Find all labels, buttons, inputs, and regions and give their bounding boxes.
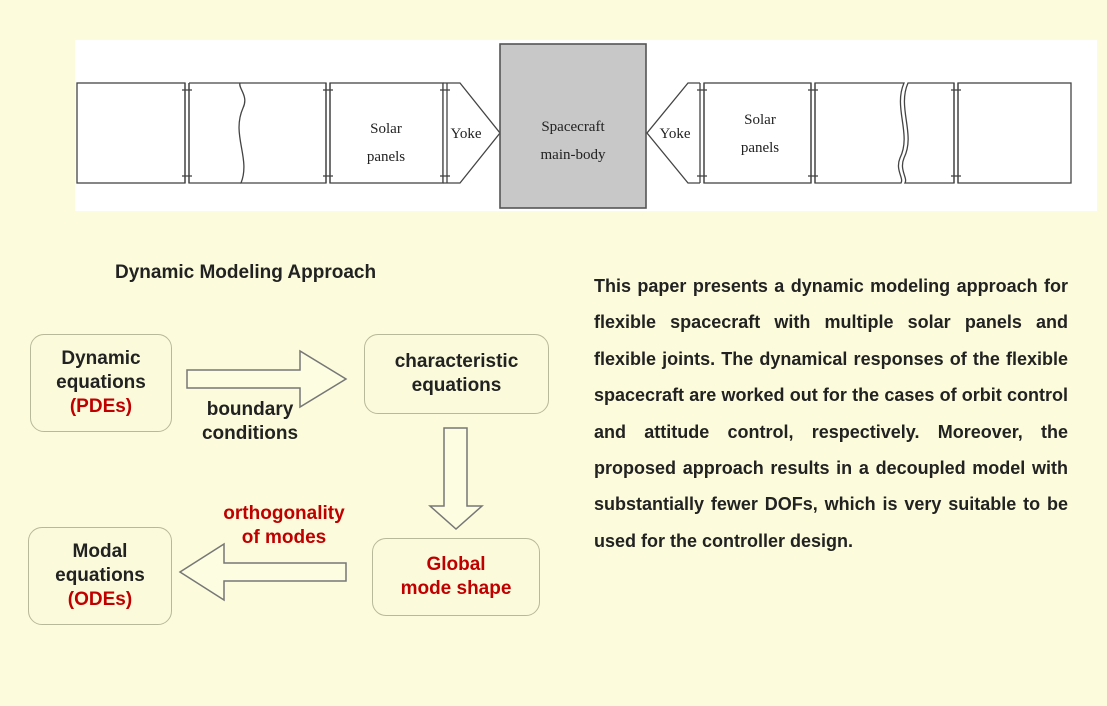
hinge-right-2 (808, 83, 818, 183)
main-body-label-1: Spacecraft (541, 119, 605, 135)
characteristic-line2: equations (411, 375, 502, 396)
solar-panel-left-1 (76, 82, 186, 184)
boundary-line1: boundary (206, 399, 294, 420)
solar-panels-right-label-1: Solar (744, 112, 776, 128)
solar-panel-right-2 (814, 82, 905, 184)
arrow-right (186, 349, 348, 409)
spacecraft-main-body (499, 43, 647, 209)
yoke-right (646, 82, 700, 184)
orthogonality-label: orthogonality of modes (194, 502, 374, 550)
global-mode-shape-box: Global mode shape (372, 538, 540, 616)
modal-equations-line2: equations (55, 565, 145, 586)
main-body-label-2: main-body (541, 147, 606, 163)
flow-title: Dynamic Modeling Approach (115, 262, 377, 283)
modal-equations-odes: (ODEs) (67, 589, 133, 610)
orthogonality-line1: orthogonality (223, 503, 345, 524)
solar-panels-right-label-2: panels (741, 140, 779, 156)
solar-panels-left-label-1: Solar (370, 121, 402, 137)
hinge-right-1 (697, 83, 707, 183)
characteristic-line1: characteristic (394, 351, 519, 372)
modal-equations-box: Modal equations (ODEs) (28, 527, 172, 625)
dynamic-equations-box: Dynamic equations (PDEs) (30, 334, 172, 432)
dynamic-equations-line2: equations (56, 372, 146, 393)
arrow-left (178, 542, 347, 602)
yoke-left-label: Yoke (451, 126, 482, 142)
boundary-line2: conditions (201, 423, 299, 444)
yoke-right-label: Yoke (660, 126, 691, 142)
boundary-conditions-label: boundary conditions (190, 398, 310, 446)
solar-panel-right-3 (957, 82, 1072, 184)
orthogonality-line2: of modes (241, 527, 327, 548)
hinge-right-3 (951, 83, 961, 183)
solar-panel-right-1 (703, 82, 812, 184)
characteristic-equations-box: characteristic equations (364, 334, 549, 414)
solar-panels-left-label-2: panels (367, 149, 405, 165)
hinge-left-1 (182, 83, 192, 183)
hinge-left-2 (323, 83, 333, 183)
hinge-left-3 (440, 83, 450, 183)
global-mode-line1: Global (426, 554, 486, 575)
solar-panel-left-2 (189, 82, 327, 184)
dynamic-equations-pdes: (PDEs) (69, 396, 133, 417)
modal-equations-line1: Modal (72, 541, 128, 562)
dynamic-equations-line1: Dynamic (61, 348, 141, 369)
global-mode-line2: mode shape (400, 578, 512, 599)
arrow-down (428, 427, 484, 531)
abstract-paragraph: This paper presents a dynamic modeling a… (594, 276, 1068, 551)
